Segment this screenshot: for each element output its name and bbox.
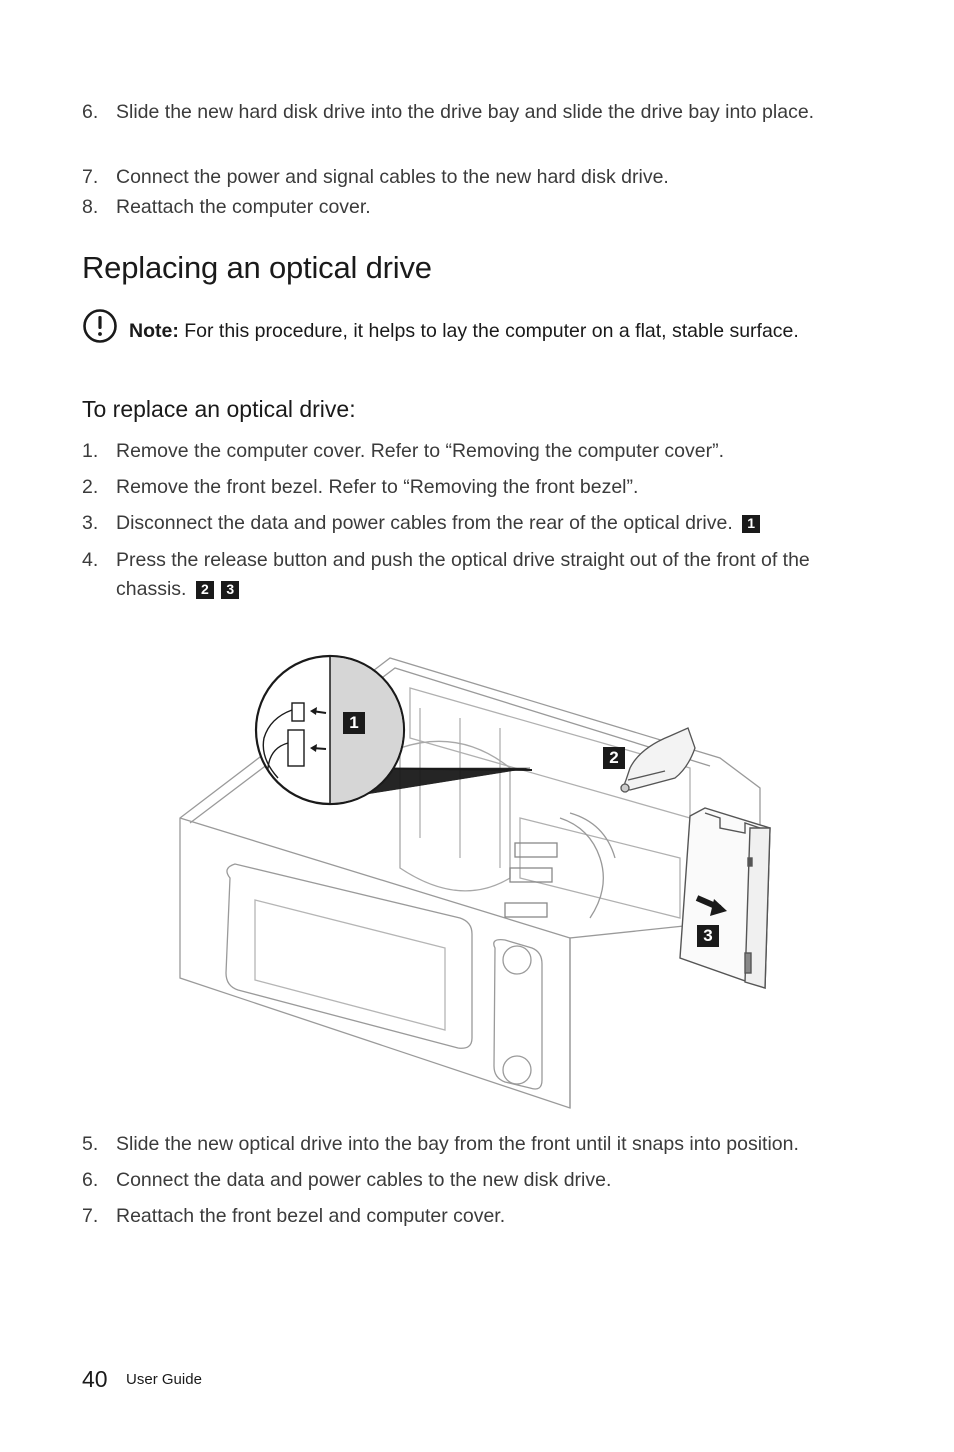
callout-badge: 2 xyxy=(195,581,214,599)
step-number: 1. xyxy=(82,440,99,462)
note-text: Note: For this procedure, it helps to la… xyxy=(129,316,842,346)
step-text: Remove the computer cover. Refer to “Rem… xyxy=(116,440,725,462)
step-text-wrap: Press the release button and push the op… xyxy=(116,546,836,604)
step-text: Reattach the front bezel and computer co… xyxy=(116,1205,506,1227)
step-number: 6. xyxy=(82,1169,99,1191)
hand-icon xyxy=(620,727,696,793)
callout-badge: 1 xyxy=(742,515,761,533)
step-number: 3. xyxy=(82,512,99,534)
step-number: 4. xyxy=(82,549,99,571)
optical-drive-illustration: 1 2 3 xyxy=(160,618,780,1112)
step-text: Connect the power and signal cables to t… xyxy=(116,166,669,188)
step-text: Reattach the computer cover. xyxy=(116,196,371,218)
note-label: Note: xyxy=(129,320,179,342)
step-text: Remove the front bezel. Refer to “Removi… xyxy=(116,476,639,498)
attention-icon xyxy=(83,309,117,343)
chassis-drawing xyxy=(179,654,771,1109)
document-title: User Guide xyxy=(126,1371,202,1388)
note-body: For this procedure, it helps to lay the … xyxy=(184,320,799,342)
callout-2: 2 xyxy=(603,747,625,769)
page-footer: 40 User Guide xyxy=(82,1366,202,1393)
step-number: 6. xyxy=(82,101,99,123)
cable-pull-arrow xyxy=(310,707,327,752)
step-text: Slide the new optical drive into the bay… xyxy=(116,1133,799,1155)
page-number: 40 xyxy=(82,1366,108,1392)
step-text: Press the release button and push the op… xyxy=(116,549,810,600)
callout-1: 1 xyxy=(343,712,365,734)
step-number: 7. xyxy=(82,166,99,188)
callout-badge: 3 xyxy=(221,581,240,599)
step-text-wrap: Disconnect the data and power cables fro… xyxy=(116,509,862,538)
step-text: Slide the new hard disk drive into the d… xyxy=(116,101,815,123)
step-text: Disconnect the data and power cables fro… xyxy=(116,512,733,534)
step-text: Connect the data and power cables to the… xyxy=(116,1169,612,1191)
push-arrow xyxy=(695,895,727,916)
step-number: 5. xyxy=(82,1133,99,1155)
callout-3: 3 xyxy=(697,925,719,947)
step-number: 7. xyxy=(82,1205,99,1227)
step-number: 2. xyxy=(82,476,99,498)
procedure-heading: To replace an optical drive: xyxy=(82,396,356,422)
step-number: 8. xyxy=(82,196,99,218)
section-title: Replacing an optical drive xyxy=(82,250,432,285)
